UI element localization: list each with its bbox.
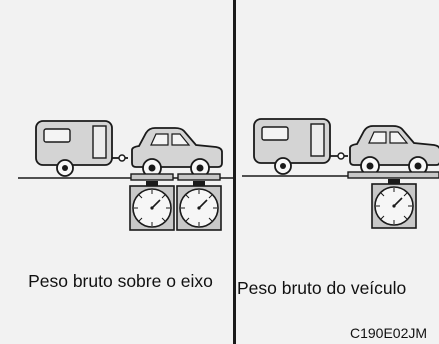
- car: [131, 127, 223, 178]
- scale-needle: [151, 199, 161, 209]
- caption-axle-weight: Peso bruto sobre o eixo: [28, 271, 213, 291]
- right-panel: Peso bruto do veículo C190E02JM: [236, 0, 439, 344]
- scale-platform: [130, 173, 174, 181]
- weighing-scale: [176, 181, 222, 231]
- scale-platform: [177, 173, 221, 181]
- vehicle-weight-illustration: [242, 118, 439, 229]
- car-window: [150, 133, 169, 146]
- left-panel: Peso bruto sobre o eixo: [18, 120, 233, 291]
- caravan-trailer: [35, 120, 128, 177]
- caption-vehicle-weight: Peso bruto do veículo: [237, 278, 407, 298]
- weighing-scale: [129, 181, 175, 231]
- weighing-scale: [371, 179, 417, 229]
- trailer-window: [43, 128, 71, 143]
- scale-platform: [347, 171, 439, 179]
- scale-needle: [393, 197, 403, 207]
- trailer-door: [310, 123, 325, 157]
- car-window: [368, 131, 387, 144]
- trailer-door: [92, 125, 107, 159]
- car-window: [171, 133, 191, 146]
- panel-divider: [233, 0, 236, 344]
- caravan-trailer: [253, 118, 348, 175]
- trailer-window: [261, 126, 289, 141]
- axle-weight-illustration: [18, 120, 233, 231]
- car-window: [389, 131, 409, 144]
- figure-code: C190E02JM: [350, 325, 428, 341]
- car: [349, 125, 439, 176]
- scale-needle: [198, 199, 208, 209]
